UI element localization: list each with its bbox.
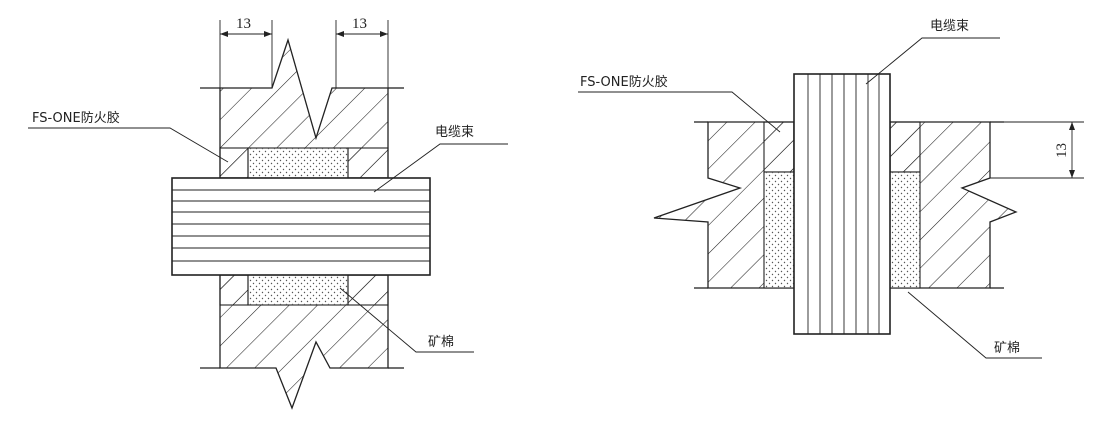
left-dimension-left: 13: [219, 16, 273, 88]
right-sealant-right: [889, 121, 921, 173]
left-sealant-lower-right: [347, 274, 389, 306]
left-dim-right-text: 13: [352, 16, 367, 32]
right-cable-bundle: [793, 73, 891, 335]
right-sealant-left: [763, 121, 795, 173]
left-sealant-upper-right: [347, 147, 389, 179]
right-sealant-leader: FS-ONE防火胶: [578, 74, 781, 133]
left-cable-label: 电缆束: [435, 124, 474, 140]
left-wool-leader: 矿棉: [339, 287, 474, 353]
right-wool-leader: 矿棉: [907, 291, 1042, 359]
left-dim-left-text: 13: [236, 16, 251, 32]
left-sealant-lower-left: [219, 274, 249, 306]
left-wall-lower: [219, 274, 389, 410]
left-cable-leader: 电缆束: [373, 124, 508, 193]
left-wool-label: 矿棉: [428, 335, 454, 350]
right-cable-leader: 电缆束: [865, 18, 1000, 85]
left-detail: 13 13 FS-ONE防火胶 电缆束 矿棉: [28, 16, 508, 410]
left-sealant-upper-left: [219, 147, 249, 179]
right-sealant-label: FS-ONE防火胶: [580, 74, 668, 90]
right-slab-right: [889, 121, 1018, 289]
right-dim-text: 13: [1054, 143, 1070, 158]
right-wool-label: 矿棉: [994, 341, 1020, 356]
left-sealant-leader: FS-ONE防火胶: [28, 110, 229, 163]
right-cable-label: 电缆束: [930, 18, 969, 34]
left-cable-bundle: [171, 177, 431, 276]
right-detail: 电缆束 FS-ONE防火胶 13 矿棉: [578, 18, 1084, 359]
left-dimension-right: 13: [335, 16, 389, 88]
left-sealant-label: FS-ONE防火胶: [32, 110, 120, 126]
right-dimension: 13: [990, 121, 1084, 179]
